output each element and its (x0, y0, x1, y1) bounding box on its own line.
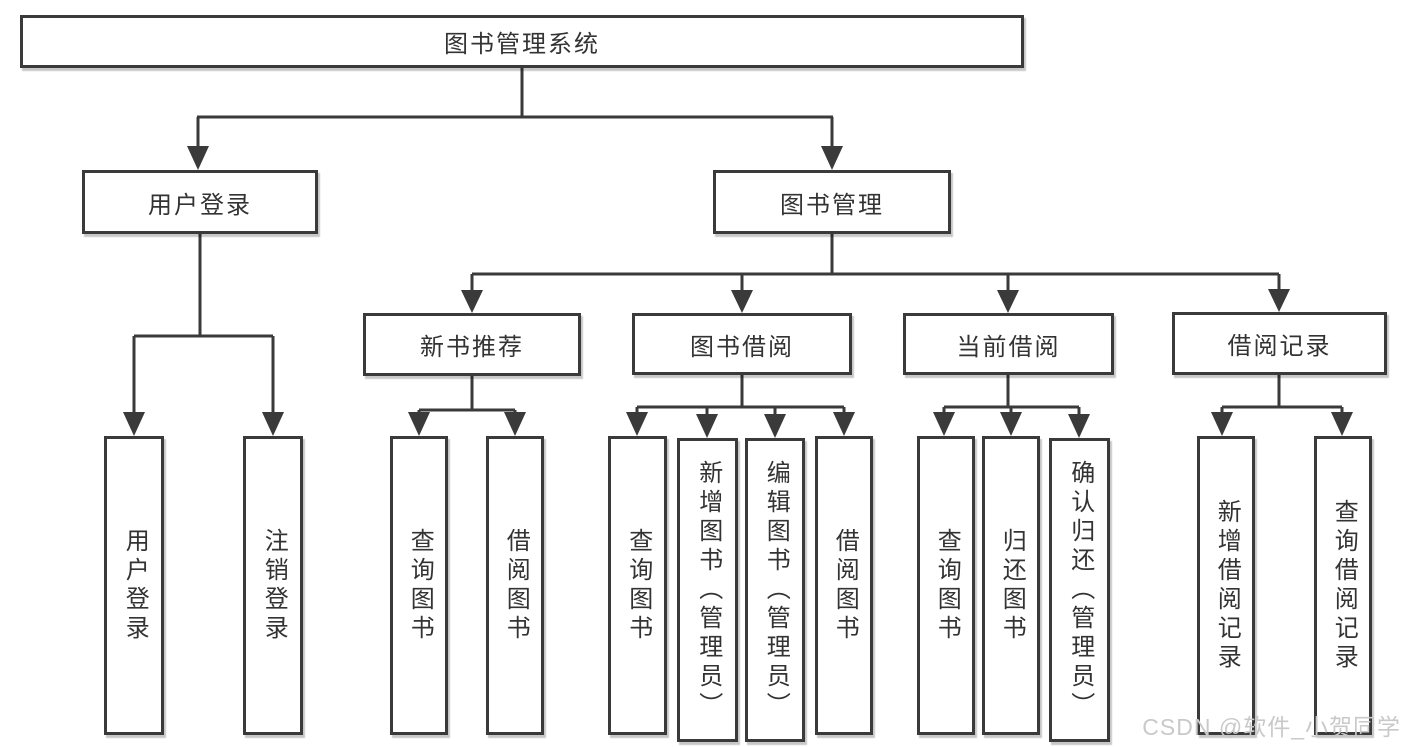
node-new-book-recommendation-label: 新书推荐 (420, 334, 524, 361)
node-book-management: 图书管理 (713, 170, 951, 234)
leaf-logout-label: 注销登录 (260, 527, 288, 644)
leaf-current-return-books: 归还图书 (982, 436, 1040, 735)
node-user-login-label: 用户登录 (148, 191, 252, 219)
node-current-borrowing: 当前借阅 (903, 313, 1114, 375)
leaf-logout: 注销登录 (243, 436, 303, 735)
leaf-newbook-query-books: 查询图书 (390, 436, 448, 735)
leaf-records-add-record: 新增借阅记录 (1197, 436, 1255, 735)
leaf-borrow-borrow-books-label: 借阅图书 (831, 527, 859, 644)
leaf-borrow-edit-books-admin: 编辑图书（管理员） (745, 438, 805, 742)
node-current-borrowing-label: 当前借阅 (956, 333, 1061, 361)
leaf-current-return-books-label: 归还图书 (998, 527, 1026, 644)
node-borrowing-records: 借阅记录 (1172, 312, 1387, 375)
node-book-borrowing-label: 图书借阅 (690, 333, 794, 361)
leaf-records-add-record-label: 新增借阅记录 (1213, 498, 1241, 673)
node-borrowing-records-label: 借阅记录 (1227, 333, 1332, 360)
leaf-borrow-borrow-books: 借阅图书 (815, 436, 873, 735)
leaf-borrow-add-books-admin: 新增图书（管理员） (677, 438, 738, 742)
leaf-newbook-borrow-books-label: 借阅图书 (502, 527, 530, 644)
node-new-book-recommendation: 新书推荐 (363, 313, 581, 376)
leaf-records-query-record-label: 查询借阅记录 (1330, 498, 1358, 673)
leaf-newbook-query-books-label: 查询图书 (406, 527, 434, 644)
leaf-user-login-label: 用户登录 (121, 527, 149, 644)
leaf-current-query-books-label: 查询图书 (933, 527, 961, 644)
node-book-management-label: 图书管理 (780, 191, 884, 219)
leaf-borrow-add-books-admin-label: 新增图书（管理员） (694, 459, 722, 721)
leaf-current-query-books: 查询图书 (917, 436, 975, 735)
csdn-watermark: CSDN @软件_小贺同学 (1142, 714, 1401, 740)
leaf-current-confirm-return-admin-label: 确认归还（管理员） (1066, 459, 1094, 721)
leaf-records-query-record: 查询借阅记录 (1314, 436, 1372, 735)
leaf-newbook-borrow-books: 借阅图书 (486, 436, 544, 735)
leaf-borrow-query-books-label: 查询图书 (624, 527, 652, 644)
leaf-current-confirm-return-admin: 确认归还（管理员） (1049, 438, 1110, 742)
node-book-borrowing: 图书借阅 (632, 313, 852, 375)
node-user-login: 用户登录 (82, 170, 318, 234)
leaf-borrow-edit-books-admin-label: 编辑图书（管理员） (762, 459, 790, 721)
node-root-label: 图书管理系统 (444, 31, 600, 58)
leaf-borrow-query-books: 查询图书 (608, 436, 667, 735)
leaf-user-login: 用户登录 (104, 436, 164, 735)
node-root-library-system: 图书管理系统 (20, 15, 1024, 68)
